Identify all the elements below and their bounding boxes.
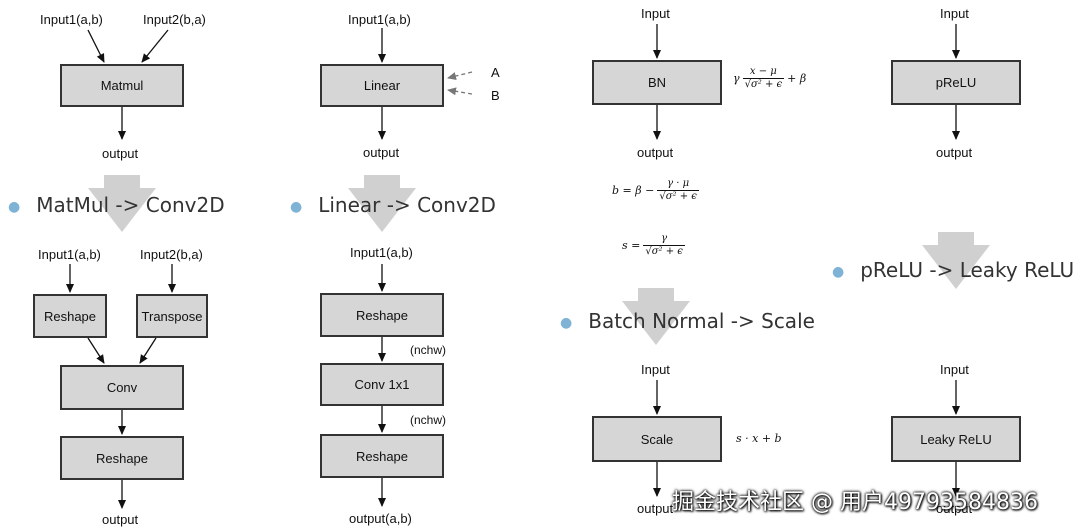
transform-arrow-bn	[622, 288, 690, 345]
bn-output-label: output	[637, 145, 674, 160]
prelu-title-text: pReLU -> Leaky ReLU	[860, 258, 1075, 282]
bn-formula-tail: + β	[787, 71, 807, 85]
conv-input1-label: Input1(a,b)	[38, 247, 101, 262]
linear-reshape-node-label: Reshape	[355, 307, 409, 323]
scale-formula: s · x + b	[736, 432, 782, 445]
arrow	[141, 29, 169, 63]
linear-reshape-node: Reshape	[320, 293, 444, 337]
prelu-input-label: Input	[940, 6, 969, 21]
b-formula-num: γ · μ	[667, 178, 690, 189]
scale-formula-text: s · x + b	[736, 432, 782, 445]
prelu-title: ● pReLU -> Leaky ReLU	[832, 258, 1074, 282]
bn-formula-gamma: γ	[733, 71, 740, 85]
bn-formula-den: √σ² + ϵ	[742, 77, 785, 90]
bn-node-label: BN	[647, 75, 667, 90]
matmul-output-label: output	[102, 146, 139, 161]
bullet-dot: ●	[832, 263, 845, 280]
linear-param-b: B	[491, 88, 500, 103]
linear-title: ● Linear -> Conv2D	[290, 193, 496, 217]
scale-node-label: Scale	[640, 431, 674, 447]
linear-conv-output-label: output(a,b)	[349, 511, 412, 526]
nchw-label-2: (nchw)	[410, 413, 447, 427]
s-formula-lhs: s =	[622, 238, 641, 252]
linear-param-a: A	[491, 65, 500, 80]
linear-title-text: Linear -> Conv2D	[318, 193, 496, 217]
reshape-node-label: Reshape	[43, 308, 97, 324]
param-arrow-b	[447, 87, 473, 96]
scale-input-label: Input	[641, 362, 670, 377]
arrow	[87, 29, 105, 63]
conv-output-label: output	[102, 512, 139, 527]
b-formula: b = β − γ · μ √σ² + ϵ	[612, 178, 699, 202]
bn-formula-num: x − μ	[749, 66, 777, 77]
b-formula-fraction: γ · μ √σ² + ϵ	[657, 178, 699, 202]
reshape-out-node-label: Reshape	[95, 450, 149, 466]
linear-output-label: output	[363, 145, 400, 160]
scale-node: Scale	[592, 416, 722, 462]
matmul-node: Matmul	[60, 64, 184, 107]
prelu-node: pReLU	[891, 60, 1021, 105]
bn-formula: γ x − μ √σ² + ϵ + β	[733, 66, 806, 90]
reshape-out-node: Reshape	[60, 436, 184, 480]
bullet-dot: ●	[290, 198, 303, 215]
linear-reshape-out-node-label: Reshape	[355, 448, 409, 464]
linear-input-label: Input1(a,b)	[348, 12, 411, 27]
matmul-title-text: MatMul -> Conv2D	[36, 193, 225, 217]
s-formula-num: γ	[661, 233, 668, 244]
transpose-node-label: Transpose	[141, 308, 203, 324]
conv-node: Conv	[60, 365, 184, 410]
watermark: 掘金技术社区 @ 用户4979358483​6	[672, 490, 1038, 515]
b-formula-den: √σ² + ϵ	[657, 189, 699, 202]
b-formula-lhs: b = β −	[612, 183, 655, 197]
linear-reshape-out-node: Reshape	[320, 434, 444, 478]
prelu-node-label: pReLU	[935, 75, 977, 90]
s-formula: s = γ √σ² + ϵ	[622, 233, 685, 257]
s-formula-fraction: γ √σ² + ϵ	[643, 233, 685, 257]
transform-arrow-matmul	[88, 175, 156, 232]
matmul-node-label: Matmul	[100, 78, 144, 93]
linear-node-label: Linear	[363, 78, 401, 93]
matmul-input2-label: Input2(b,a)	[143, 12, 206, 27]
leaky-input-label: Input	[940, 362, 969, 377]
conv-node-label: Conv	[106, 380, 138, 395]
leaky-output-label: output	[936, 501, 973, 516]
transpose-node: Transpose	[136, 294, 208, 338]
linear-conv-input-label: Input1(a,b)	[350, 245, 413, 260]
bn-title-text: Batch Normal -> Scale	[588, 309, 815, 333]
bullet-dot: ●	[560, 314, 573, 331]
conv-input2-label: Input2(b,a)	[140, 247, 203, 262]
arrow	[87, 337, 105, 364]
linear-node: Linear	[320, 64, 444, 107]
conv1x1-node: Conv 1x1	[320, 363, 444, 406]
prelu-output-label: output	[936, 145, 973, 160]
bn-input-label: Input	[641, 6, 670, 21]
leaky-relu-node-label: Leaky ReLU	[920, 431, 992, 447]
transform-arrow-prelu	[922, 232, 990, 289]
matmul-title: ● MatMul -> Conv2D	[8, 193, 225, 217]
bn-node: BN	[592, 60, 722, 105]
s-formula-den: √σ² + ϵ	[643, 244, 685, 257]
bullet-dot: ●	[8, 198, 21, 215]
arrow	[139, 337, 157, 364]
bn-formula-fraction: x − μ √σ² + ϵ	[742, 66, 785, 90]
leaky-relu-node: Leaky ReLU	[891, 416, 1021, 462]
matmul-input1-label: Input1(a,b)	[40, 12, 103, 27]
param-arrow-a	[447, 71, 473, 80]
transform-arrow-linear	[348, 175, 416, 232]
bn-title: ● Batch Normal -> Scale	[560, 309, 815, 333]
conv1x1-node-label: Conv 1x1	[354, 377, 410, 392]
reshape-node: Reshape	[33, 294, 107, 338]
nchw-label-1: (nchw)	[410, 343, 447, 357]
scale-output-label: output	[637, 501, 674, 516]
